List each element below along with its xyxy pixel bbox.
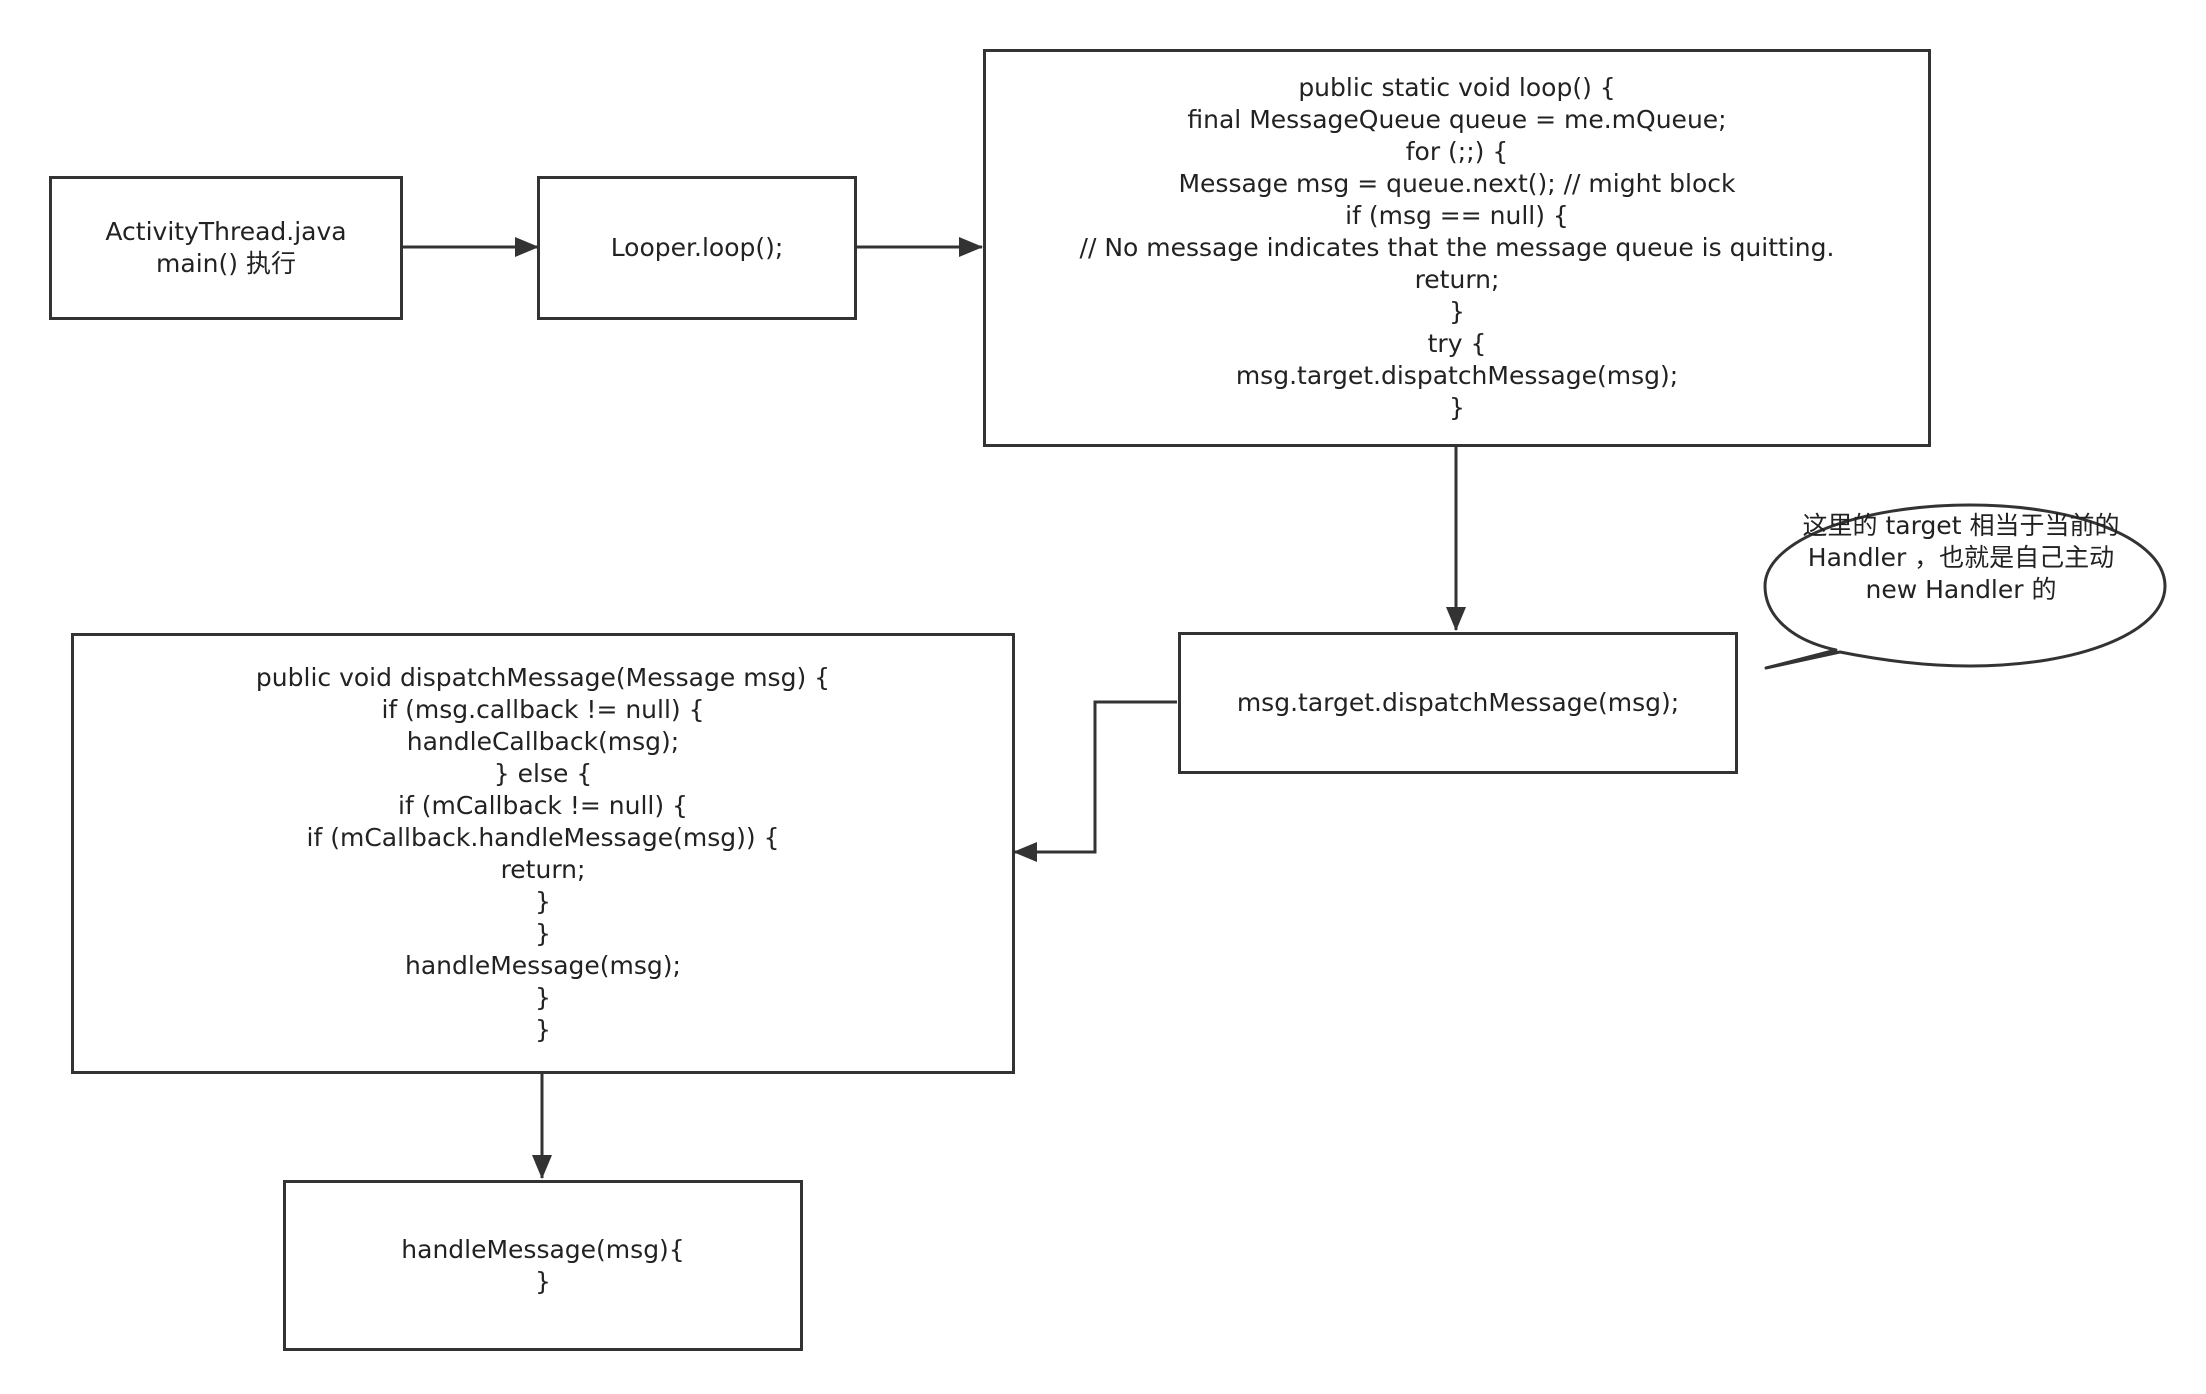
code-line: try { — [1427, 329, 1487, 358]
code-line: } — [535, 1014, 551, 1044]
code-line: msg.target.dispatchMessage(msg); — [1235, 361, 1679, 390]
code-line: } — [1449, 393, 1465, 422]
code-line: if (msg.callback != null) { — [381, 694, 705, 724]
code-line: for (;;) { — [1405, 137, 1509, 166]
node-dispatch-call: msg.target.dispatchMessage(msg); — [1178, 632, 1738, 774]
code-line: } else { — [493, 758, 593, 788]
code-line: handleMessage(msg); — [405, 950, 681, 980]
node-text-line: main() 执行 — [156, 249, 296, 278]
arrow-dispatch-call-to-dispatch-method — [1013, 700, 1177, 862]
code-line: return; — [500, 854, 586, 884]
code-line: // No message indicates that the message… — [1079, 233, 1835, 262]
code-line: public void dispatchMessage(Message msg)… — [255, 662, 831, 692]
code-line: } — [535, 982, 551, 1012]
code-line: handleMessage(msg){ — [401, 1234, 685, 1264]
node-activity-thread: ActivityThread.java main() 执行 — [49, 176, 403, 320]
node-handle-message: handleMessage(msg){ } — [283, 1180, 803, 1351]
code-line: if (msg == null) { — [1345, 201, 1569, 230]
code-line: } — [535, 918, 551, 948]
callout-text-line: 这里的 target 相当于当前的 — [1802, 511, 2120, 540]
node-dispatch-method: public void dispatchMessage(Message msg)… — [71, 633, 1015, 1074]
callout-note: 这里的 target 相当于当前的 Handler ，也就是自己主动 new H… — [1766, 510, 2156, 606]
callout-text-line: Handler ，也就是自己主动 — [1807, 543, 2115, 572]
callout-bubble — [1763, 503, 2167, 670]
node-text-line: msg.target.dispatchMessage(msg); — [1236, 688, 1680, 717]
code-line: if (mCallback.handleMessage(msg)) { — [306, 822, 780, 852]
code-line: handleCallback(msg); — [406, 726, 680, 756]
code-line: } — [1449, 297, 1465, 326]
node-text-line: ActivityThread.java — [105, 217, 347, 246]
code-line: } — [535, 886, 551, 916]
code-line: return; — [1414, 265, 1500, 294]
code-line: } — [535, 1266, 551, 1296]
node-text-line: Looper.loop(); — [610, 233, 784, 262]
code-line: final MessageQueue queue = me.mQueue; — [1187, 105, 1727, 134]
code-line: public static void loop() { — [1298, 73, 1616, 102]
code-line: Message msg = queue.next(); // might blo… — [1178, 169, 1736, 198]
node-looper-loop: Looper.loop(); — [537, 176, 857, 320]
code-line: if (mCallback != null) { — [398, 790, 688, 820]
node-loop-method: public static void loop() { final Messag… — [983, 49, 1931, 447]
callout-text-line: new Handler 的 — [1865, 575, 2057, 604]
